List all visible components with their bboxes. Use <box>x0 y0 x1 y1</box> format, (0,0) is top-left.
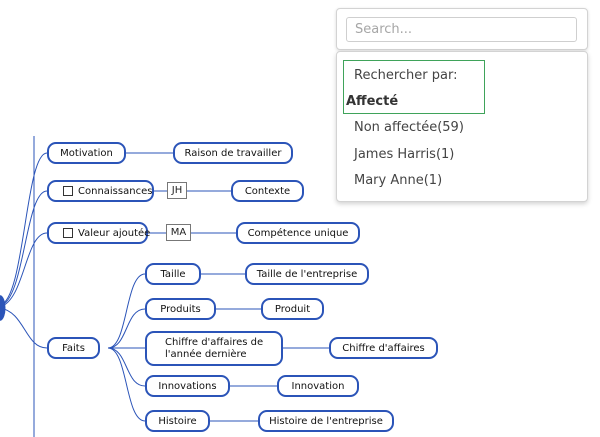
subtopic-label: Chiffre d'affaires <box>342 342 425 354</box>
subtopic-produits[interactable]: Produits <box>145 298 216 320</box>
topic-faits[interactable]: Faits <box>47 337 100 359</box>
connector-connaissances <box>0 190 48 307</box>
connector-faits <box>0 307 48 349</box>
connector-valeur <box>0 232 48 308</box>
connector-faits-innovations <box>107 347 146 387</box>
subtopic-raison-de-travailler[interactable]: Raison de travailler <box>173 142 293 164</box>
topic-label: Valeur ajoutée <box>78 227 151 239</box>
subtopic-label: Raison de travailler <box>184 147 282 159</box>
subtopic-histoire[interactable]: Histoire <box>145 410 210 432</box>
filter-mary-anne[interactable]: Mary Anne(1) <box>354 173 443 188</box>
subtopic-label: Chiffre d'affaires de l'année dernière <box>165 336 264 360</box>
subtopic-taille[interactable]: Taille <box>145 263 201 285</box>
subtopic-label: Histoire <box>158 415 197 427</box>
topic-label: Motivation <box>60 147 113 159</box>
task-checkbox[interactable] <box>63 186 73 196</box>
topic-motivation[interactable]: Motivation <box>47 142 126 164</box>
connector-faits-histoire <box>107 347 146 422</box>
search-dropdown: Rechercher par: Affecté Non affectée(59)… <box>336 51 588 202</box>
subtopic-contexte[interactable]: Contexte <box>231 180 304 202</box>
connector-motivation <box>0 152 48 306</box>
assignee-badge[interactable]: MA <box>166 224 191 241</box>
subtopic-label: Taille de l'entreprise <box>256 268 358 280</box>
subtopic-label: Innovation <box>291 380 345 392</box>
subtopic-label: Innovations <box>158 380 217 392</box>
subtopic-label: Histoire de l'entreprise <box>269 415 383 427</box>
filter-unassigned[interactable]: Non affectée(59) <box>354 120 464 135</box>
assignee-badge[interactable]: JH <box>167 182 187 199</box>
subtopic-taille-entreprise[interactable]: Taille de l'entreprise <box>245 263 369 285</box>
subtopic-label: Contexte <box>244 185 291 197</box>
search-input[interactable] <box>346 17 577 42</box>
connector-faits-taille <box>107 273 146 349</box>
subtopic-produit[interactable]: Produit <box>261 298 324 320</box>
topic-valeur-ajoutee[interactable]: Valeur ajoutée <box>47 222 151 244</box>
search-by-group <box>343 60 485 114</box>
subtopic-innovations[interactable]: Innovations <box>145 375 230 397</box>
root-node-edge <box>0 295 6 321</box>
task-checkbox[interactable] <box>63 228 73 238</box>
subtopic-competence-unique[interactable]: Compétence unique <box>236 222 360 244</box>
connector-faits-produits <box>107 308 146 349</box>
search-by-label: Rechercher par: <box>354 68 458 83</box>
assigned-heading[interactable]: Affecté <box>346 94 399 109</box>
subtopic-histoire-entreprise[interactable]: Histoire de l'entreprise <box>258 410 394 432</box>
search-panel <box>336 8 588 50</box>
filter-james-harris[interactable]: James Harris(1) <box>354 147 455 162</box>
subtopic-label: Taille <box>160 268 186 280</box>
subtopic-chiffre-affaires[interactable]: Chiffre d'affaires <box>329 337 438 359</box>
subtopic-innovation[interactable]: Innovation <box>277 375 359 397</box>
topic-connaissances[interactable]: Connaissances <box>47 180 154 202</box>
subtopic-label: Produits <box>160 303 201 315</box>
subtopic-chiffre-affaires-annee[interactable]: Chiffre d'affaires de l'année dernière <box>145 331 283 366</box>
topic-label: Faits <box>62 342 85 354</box>
topic-label: Connaissances <box>78 185 153 197</box>
subtopic-label: Produit <box>274 303 311 315</box>
subtopic-label: Compétence unique <box>247 227 349 239</box>
